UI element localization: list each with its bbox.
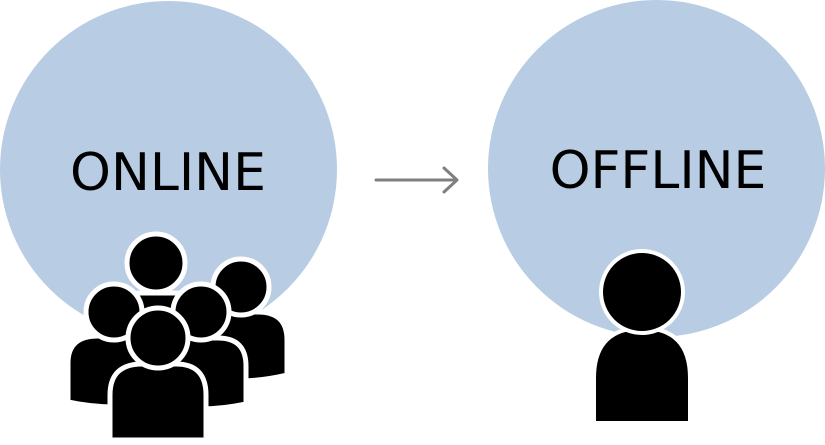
person-front	[107, 305, 209, 443]
offline-label: OFFLINE	[549, 141, 767, 201]
transition-arrow	[374, 166, 459, 194]
online-label: ONLINE	[70, 143, 266, 203]
group-of-people-icon	[65, 231, 290, 443]
single-person-icon	[592, 249, 692, 425]
